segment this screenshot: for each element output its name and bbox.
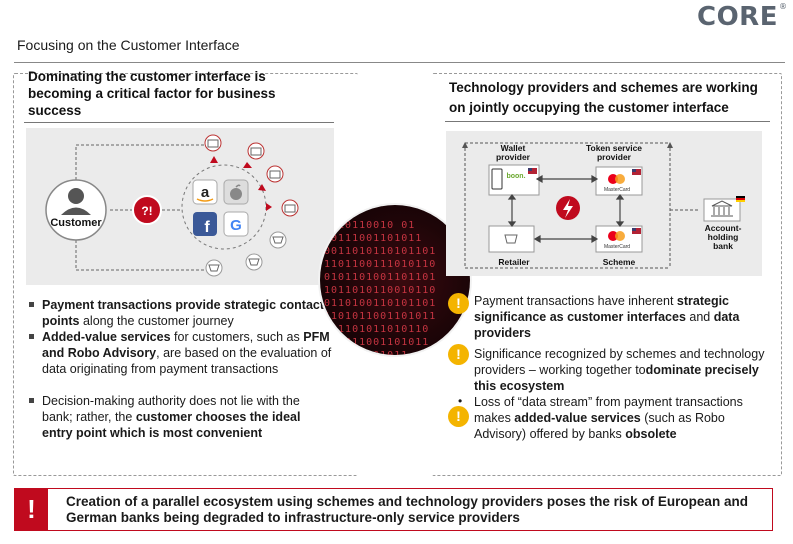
question-badge: ?!	[132, 195, 162, 225]
bank-label: bank	[713, 241, 733, 251]
customer-node: Customer	[45, 179, 107, 241]
amazon-icon: a	[192, 179, 218, 205]
svg-text:G: G	[230, 217, 242, 234]
apple-icon	[223, 179, 249, 205]
bullet-bold: Payment transactions provide strategic c…	[42, 298, 325, 328]
right-heading-rule	[445, 121, 770, 122]
right-point-2: Significance recognized by schemes and t…	[474, 346, 769, 394]
point-bold: dominate precisely this ecosystem	[474, 363, 759, 393]
point-text: Significance recognized by schemes and t…	[474, 347, 765, 377]
point-text: (such as Robo Advisory) offered by banks	[474, 411, 725, 441]
wallet-label: Wallet	[501, 143, 526, 153]
bullet-dot: •	[458, 394, 463, 408]
list-item: Added-value services for customers, such…	[28, 329, 333, 377]
core-logo: CORE®	[697, 2, 788, 32]
point-bold: data providers	[474, 310, 740, 340]
data-sphere-image: 10110010 01 0111001101011 00110101101011…	[320, 205, 470, 355]
bullet-text: for customers, such as	[170, 330, 304, 344]
flag-us-icon	[632, 228, 641, 234]
bank-icon	[266, 165, 284, 183]
token-label: provider	[597, 152, 632, 162]
risk-banner: ! Creation of a parallel ecosystem using…	[14, 488, 773, 531]
account-bank-box	[703, 196, 745, 222]
token-provider-box: MasterCard	[595, 166, 643, 196]
right-heading-line: Technology providers and schemes are wor…	[449, 80, 758, 95]
point-text: Loss of “data stream” from payment trans…	[474, 395, 743, 425]
wallet-label: provider	[496, 152, 531, 162]
svg-text:a: a	[201, 184, 210, 201]
question-badge-text: ?!	[141, 204, 152, 218]
sphere-digits: 10110010 01 0111001101011 00110101101011…	[324, 220, 437, 355]
right-point-3: Loss of “data stream” from payment trans…	[474, 394, 769, 442]
logo-text: CORE	[697, 2, 778, 32]
bank-icon	[247, 142, 265, 160]
flag-us-icon	[632, 169, 641, 175]
point-bold: strategic significance as customer inter…	[474, 294, 730, 324]
flag-de-icon	[736, 196, 745, 202]
registered-mark: ®	[778, 2, 788, 12]
bullet-bold: PFM and Robo Advisory	[42, 330, 330, 360]
scheme-box: MasterCard	[595, 225, 643, 253]
scheme-label: Scheme	[603, 257, 636, 267]
cart-icon	[205, 259, 223, 277]
point-text: and	[685, 310, 714, 324]
mastercard-icon	[608, 231, 618, 241]
mastercard-label: MasterCard	[604, 187, 630, 193]
bank-icon	[281, 199, 299, 217]
list-item: Payment transactions provide strategic c…	[28, 297, 333, 329]
cart-icon	[269, 231, 287, 249]
bullet-text: along the customer journey	[79, 314, 234, 328]
left-heading-line: Dominating the customer interface is	[28, 69, 266, 84]
flag-us-icon	[528, 168, 537, 174]
warning-icon: !	[448, 344, 469, 365]
boon-text: boon.	[506, 173, 525, 180]
bank-label: Account-	[705, 223, 742, 233]
retailer-box	[488, 225, 535, 253]
person-icon	[68, 188, 84, 204]
bullet-bold: Added-value services	[42, 330, 171, 344]
lightning-icon	[556, 196, 580, 220]
warning-icon: !	[448, 293, 469, 314]
retailer-label: Retailer	[498, 257, 530, 267]
bullet-text: Decision-making authority does not lie w…	[42, 394, 300, 424]
cart-icon	[504, 234, 518, 244]
list-item: Decision-making authority does not lie w…	[28, 393, 333, 441]
left-bullet-list: Payment transactions provide strategic c…	[28, 297, 333, 441]
mastercard-icon	[608, 174, 618, 184]
phone-icon	[491, 168, 503, 190]
right-panel	[432, 73, 782, 476]
mastercard-label: MasterCard	[604, 244, 630, 250]
right-point-1: Payment transactions have inherent strat…	[474, 293, 769, 341]
cart-icon	[245, 253, 263, 271]
point-bold: obsolete	[625, 427, 677, 441]
bullet-text: , are based on the evaluation of data or…	[42, 346, 332, 376]
left-heading-rule	[24, 122, 334, 123]
google-icon: G	[223, 211, 249, 237]
left-heading-line: becoming a critical factor for business	[28, 86, 276, 101]
bank-icon	[204, 134, 222, 152]
token-label: Token service	[586, 143, 642, 153]
left-heading-line: success	[28, 103, 82, 118]
bullet-bold: customer chooses the ideal entry point w…	[42, 410, 301, 440]
warning-icon: !	[448, 406, 469, 427]
page-title: Focusing on the Customer Interface	[17, 37, 240, 53]
left-heading: Dominating the customer interface is bec…	[28, 68, 328, 119]
customer-label: Customer	[50, 217, 102, 229]
svg-text:f: f	[204, 219, 210, 236]
bank-label: holding	[708, 232, 739, 242]
point-bold: added-value services	[514, 411, 641, 425]
right-heading: Technology providers and schemes are wor…	[449, 78, 779, 118]
alert-icon: !	[15, 489, 48, 530]
point-text: Payment transactions have inherent	[474, 294, 677, 308]
title-divider	[14, 62, 785, 63]
risk-banner-text: Creation of a parallel ecosystem using s…	[66, 494, 748, 525]
facebook-icon: f	[193, 212, 217, 236]
right-heading-line: on jointly occupying the customer interf…	[449, 100, 729, 115]
wallet-provider-box: boon.	[488, 164, 540, 196]
left-panel	[13, 73, 358, 476]
